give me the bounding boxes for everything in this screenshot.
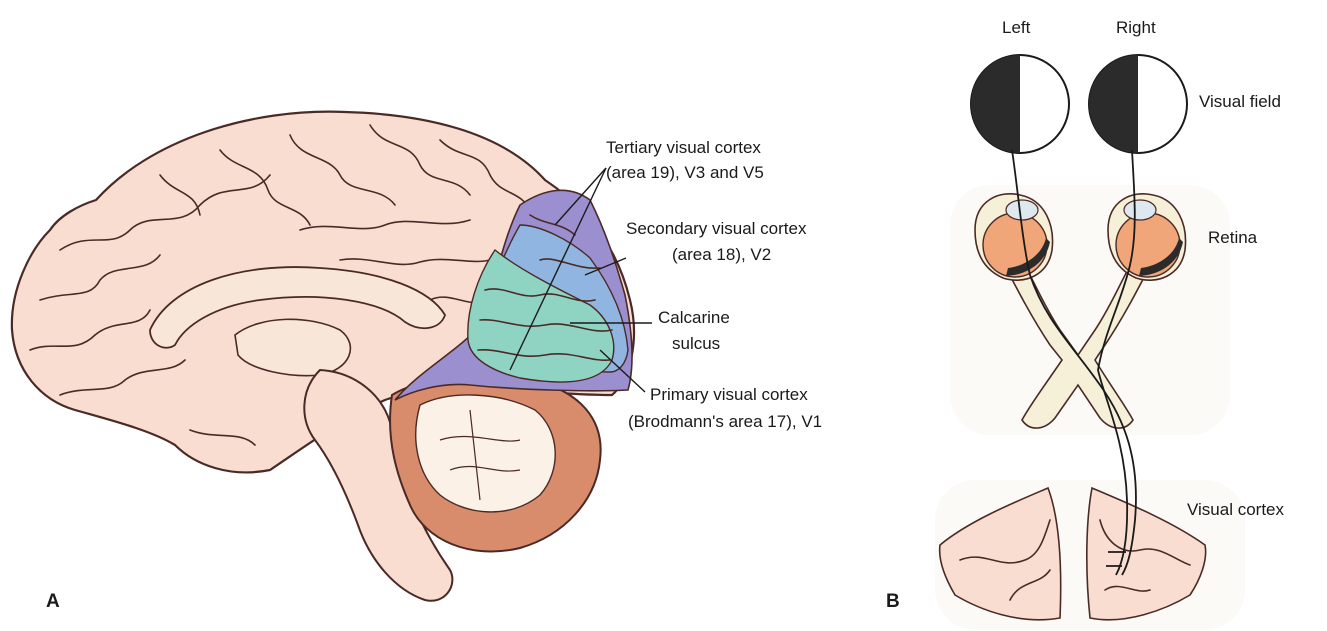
label-primary-line2: (Brodmann's area 17), V1 [628, 412, 822, 431]
area-17-primary-visual-cortex [467, 248, 615, 383]
visual-cortex-gyri [959, 519, 1191, 601]
label-retina: Retina [1208, 228, 1258, 247]
label-calcarine-line2: sulcus [672, 334, 720, 353]
label-secondary-line2: (area 18), V2 [672, 245, 771, 264]
leader-lines-a [509, 167, 652, 393]
visual-cortex-left-lobe [938, 486, 1062, 621]
eye-right [1107, 193, 1187, 281]
visual-field-left [970, 54, 1070, 154]
label-left: Left [1002, 18, 1031, 37]
panel-a-letter: A [46, 591, 60, 612]
label-visual-cortex: Visual cortex [1187, 500, 1285, 519]
label-secondary-line1: Secondary visual cortex [626, 219, 807, 238]
optic-nerve-fibers [1011, 149, 1137, 576]
label-tertiary-line1: Tertiary visual cortex [606, 138, 761, 157]
cerebellar-arbor-vitae [415, 394, 556, 513]
label-calcarine-line1: Calcarine [658, 308, 730, 327]
visual-field-right [1088, 54, 1188, 154]
label-visual-field: Visual field [1199, 92, 1281, 111]
panel-b-visual-pathway-diagram: Left Right Visual field Retina Visual co… [886, 18, 1285, 630]
corpus-callosum [149, 266, 446, 349]
label-right: Right [1116, 18, 1156, 37]
occipital-gyri [477, 214, 613, 361]
label-primary-line1: Primary visual cortex [650, 385, 808, 404]
panel-a-brain-diagram: Tertiary visual cortex (area 19), V3 and… [0, 98, 822, 631]
label-tertiary-line2: (area 19), V3 and V5 [606, 163, 764, 182]
panel-b-letter: B [886, 591, 900, 612]
eye-left [974, 193, 1054, 281]
thalamus [234, 318, 352, 377]
